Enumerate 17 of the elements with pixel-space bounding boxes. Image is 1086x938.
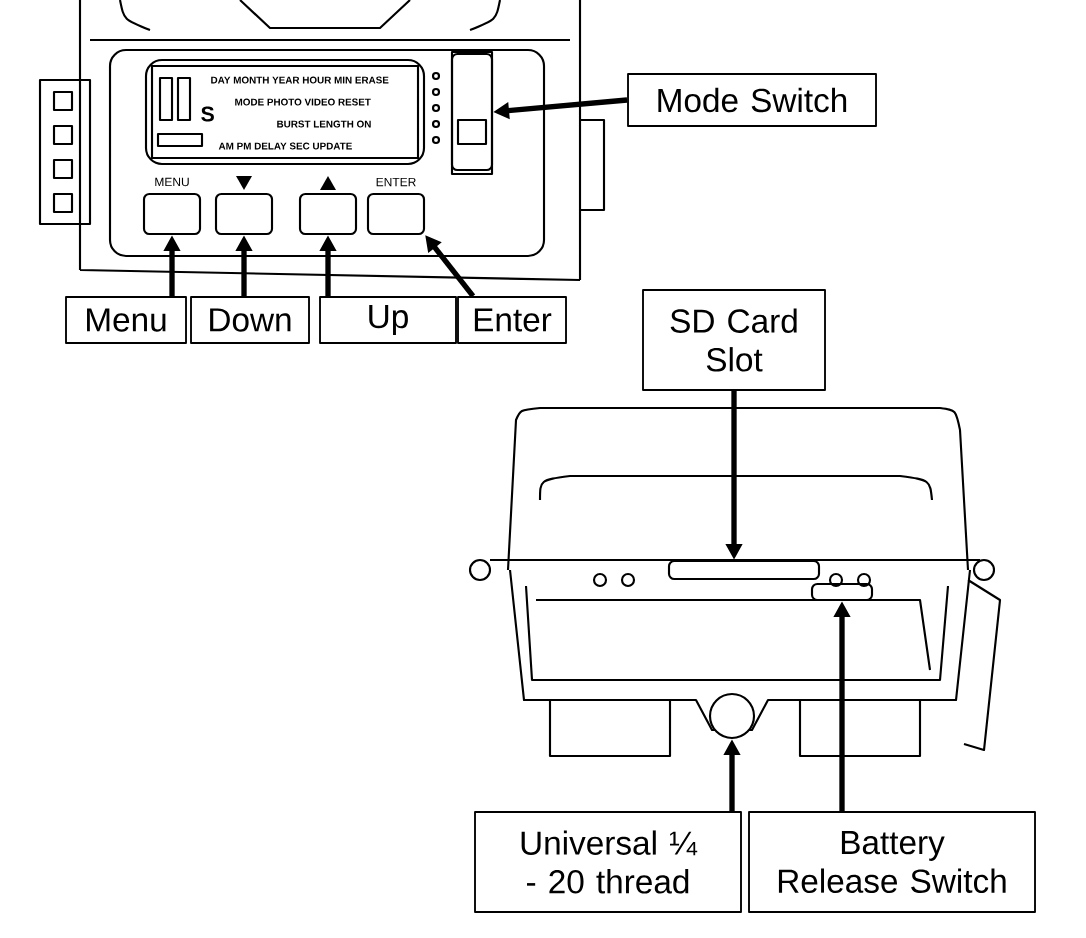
callout-box: Menu — [65, 296, 187, 344]
callout-box: Down — [190, 296, 310, 344]
callout-box: Battery Release Switch — [748, 811, 1036, 913]
control-button — [214, 192, 274, 236]
camera-part — [810, 582, 874, 602]
control-button — [366, 192, 426, 236]
callout-box: Mode Switch — [627, 73, 877, 127]
callout-box: Enter — [457, 296, 567, 344]
callout-box: Universal ¼ - 20 thread — [474, 811, 742, 913]
control-button — [142, 192, 202, 236]
control-button — [298, 192, 358, 236]
callout-box: SD Card Slot — [642, 289, 826, 391]
tripod-socket — [708, 692, 756, 740]
callout-box: Up — [319, 296, 457, 344]
display-label: S — [201, 106, 214, 122]
camera-part — [450, 52, 494, 172]
camera-part — [667, 559, 821, 581]
